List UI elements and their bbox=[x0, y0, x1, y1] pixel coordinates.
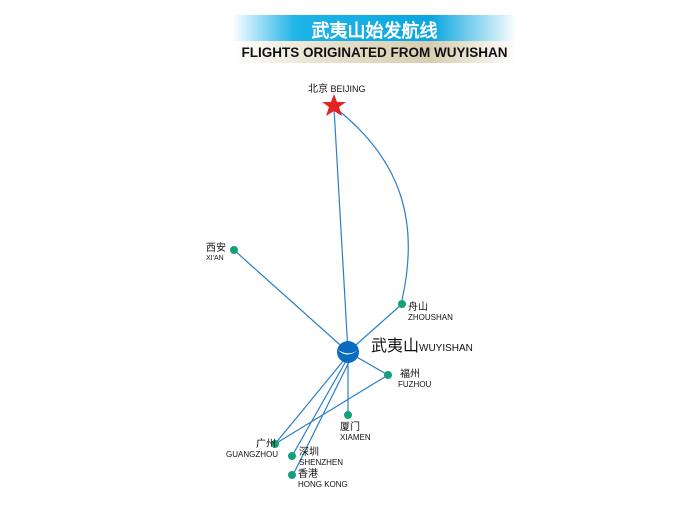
route-xian bbox=[233, 249, 349, 353]
beijing-star-icon bbox=[322, 94, 346, 116]
city-dot-fuzhou bbox=[384, 371, 392, 379]
city-dot-xian bbox=[230, 246, 238, 254]
route-guangzhou bbox=[274, 359, 345, 445]
route-hongkong bbox=[292, 361, 350, 476]
route-zhoushan-beijing bbox=[337, 109, 409, 301]
city-dot-shenzhen bbox=[288, 452, 296, 460]
city-dot-xiamen bbox=[344, 411, 352, 419]
route-fuzhou-guangzhou bbox=[274, 374, 389, 445]
route-beijing bbox=[333, 107, 349, 353]
label-beijing: 北京 BEIJING bbox=[308, 84, 366, 95]
city-dot-hongkong bbox=[288, 471, 296, 479]
label-hub: 武夷山WUYISHAN bbox=[371, 338, 473, 355]
hub-logo-icon bbox=[337, 341, 360, 363]
city-dot-guangzhou bbox=[271, 440, 279, 448]
route-shenzhen bbox=[291, 360, 347, 457]
city-dot-zhoushan bbox=[398, 300, 406, 308]
title-banner-en: FLIGHTS ORIGINATED FROM WUYISHAN bbox=[232, 41, 517, 63]
title-banner-cn: 武夷山始发航线 bbox=[232, 15, 517, 42]
route-zhoushan bbox=[347, 303, 403, 353]
